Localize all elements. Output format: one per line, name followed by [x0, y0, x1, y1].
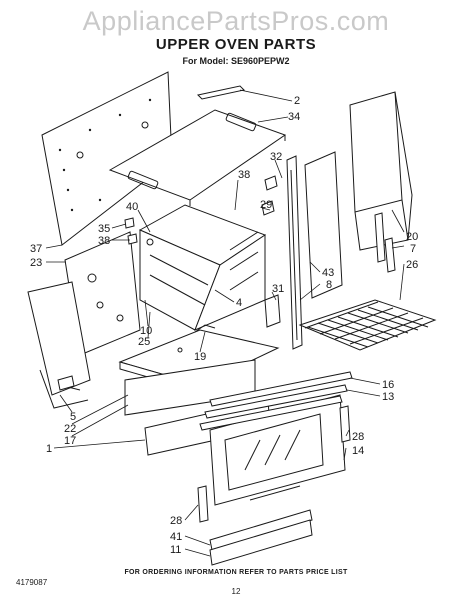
clips-and-screws	[57, 175, 281, 391]
oven-rack	[298, 299, 437, 351]
door-side-bracket-right	[339, 405, 351, 443]
callout-25: 25	[138, 336, 150, 348]
diagram-title: UPPER OVEN PARTS	[155, 36, 317, 53]
callout-41: 41	[170, 531, 182, 543]
callout-8: 8	[326, 279, 332, 291]
callout-31: 31	[272, 283, 284, 295]
watermark: AppliancePartsPros.com	[82, 6, 390, 36]
callout-29: 29	[260, 199, 272, 211]
callout-13: 13	[382, 391, 394, 403]
callout-17: 17	[64, 435, 76, 447]
callout-38-left: 38	[98, 235, 110, 247]
callout-2: 2	[294, 95, 300, 107]
small-bracket	[194, 324, 216, 333]
callout-11: 11	[170, 544, 181, 556]
oven-door	[209, 394, 346, 506]
callout-26: 26	[406, 259, 418, 271]
callout-5: 5	[70, 411, 76, 423]
callout-28-right: 28	[352, 431, 364, 443]
callout-28-left: 28	[170, 515, 182, 527]
hinge-brackets	[374, 212, 396, 273]
callout-4: 4	[236, 297, 242, 309]
callout-43: 43	[322, 267, 334, 279]
oven-liner	[138, 204, 267, 331]
callout-37: 37	[30, 243, 42, 255]
callout-20: 20	[406, 231, 418, 243]
callout-32: 32	[270, 151, 282, 163]
callout-14: 14	[352, 445, 364, 457]
callout-34: 34	[288, 111, 300, 123]
callout-16: 16	[382, 379, 394, 391]
callout-1: 1	[46, 443, 52, 455]
callout-35: 35	[98, 223, 110, 235]
right-insulation-panel	[304, 151, 343, 299]
ordering-info-note: FOR ORDERING INFORMATION REFER TO PARTS …	[124, 569, 348, 576]
callout-38: 38	[238, 169, 250, 181]
callout-7: 7	[410, 243, 416, 255]
callout-19: 19	[194, 351, 206, 363]
callout-23: 23	[30, 257, 42, 269]
document-number: 4179087	[16, 578, 48, 587]
model-subtitle: For Model: SE960PEPW2	[182, 56, 290, 66]
page-number: 12	[231, 587, 241, 596]
callout-labels: 2 34 32 38 29 40 35 38 37 23 10 25 4 31 …	[30, 95, 418, 556]
callout-10: 10	[140, 325, 152, 337]
callout-22: 22	[64, 423, 76, 435]
callout-leaders	[45, 89, 405, 557]
door-bottom-frame	[209, 485, 313, 566]
vertical-trim-strip	[286, 155, 303, 350]
callout-40: 40	[126, 201, 138, 213]
oven-top-panel	[108, 109, 287, 206]
top-trim-strip	[196, 85, 246, 100]
door-side-bracket-left	[197, 485, 209, 523]
